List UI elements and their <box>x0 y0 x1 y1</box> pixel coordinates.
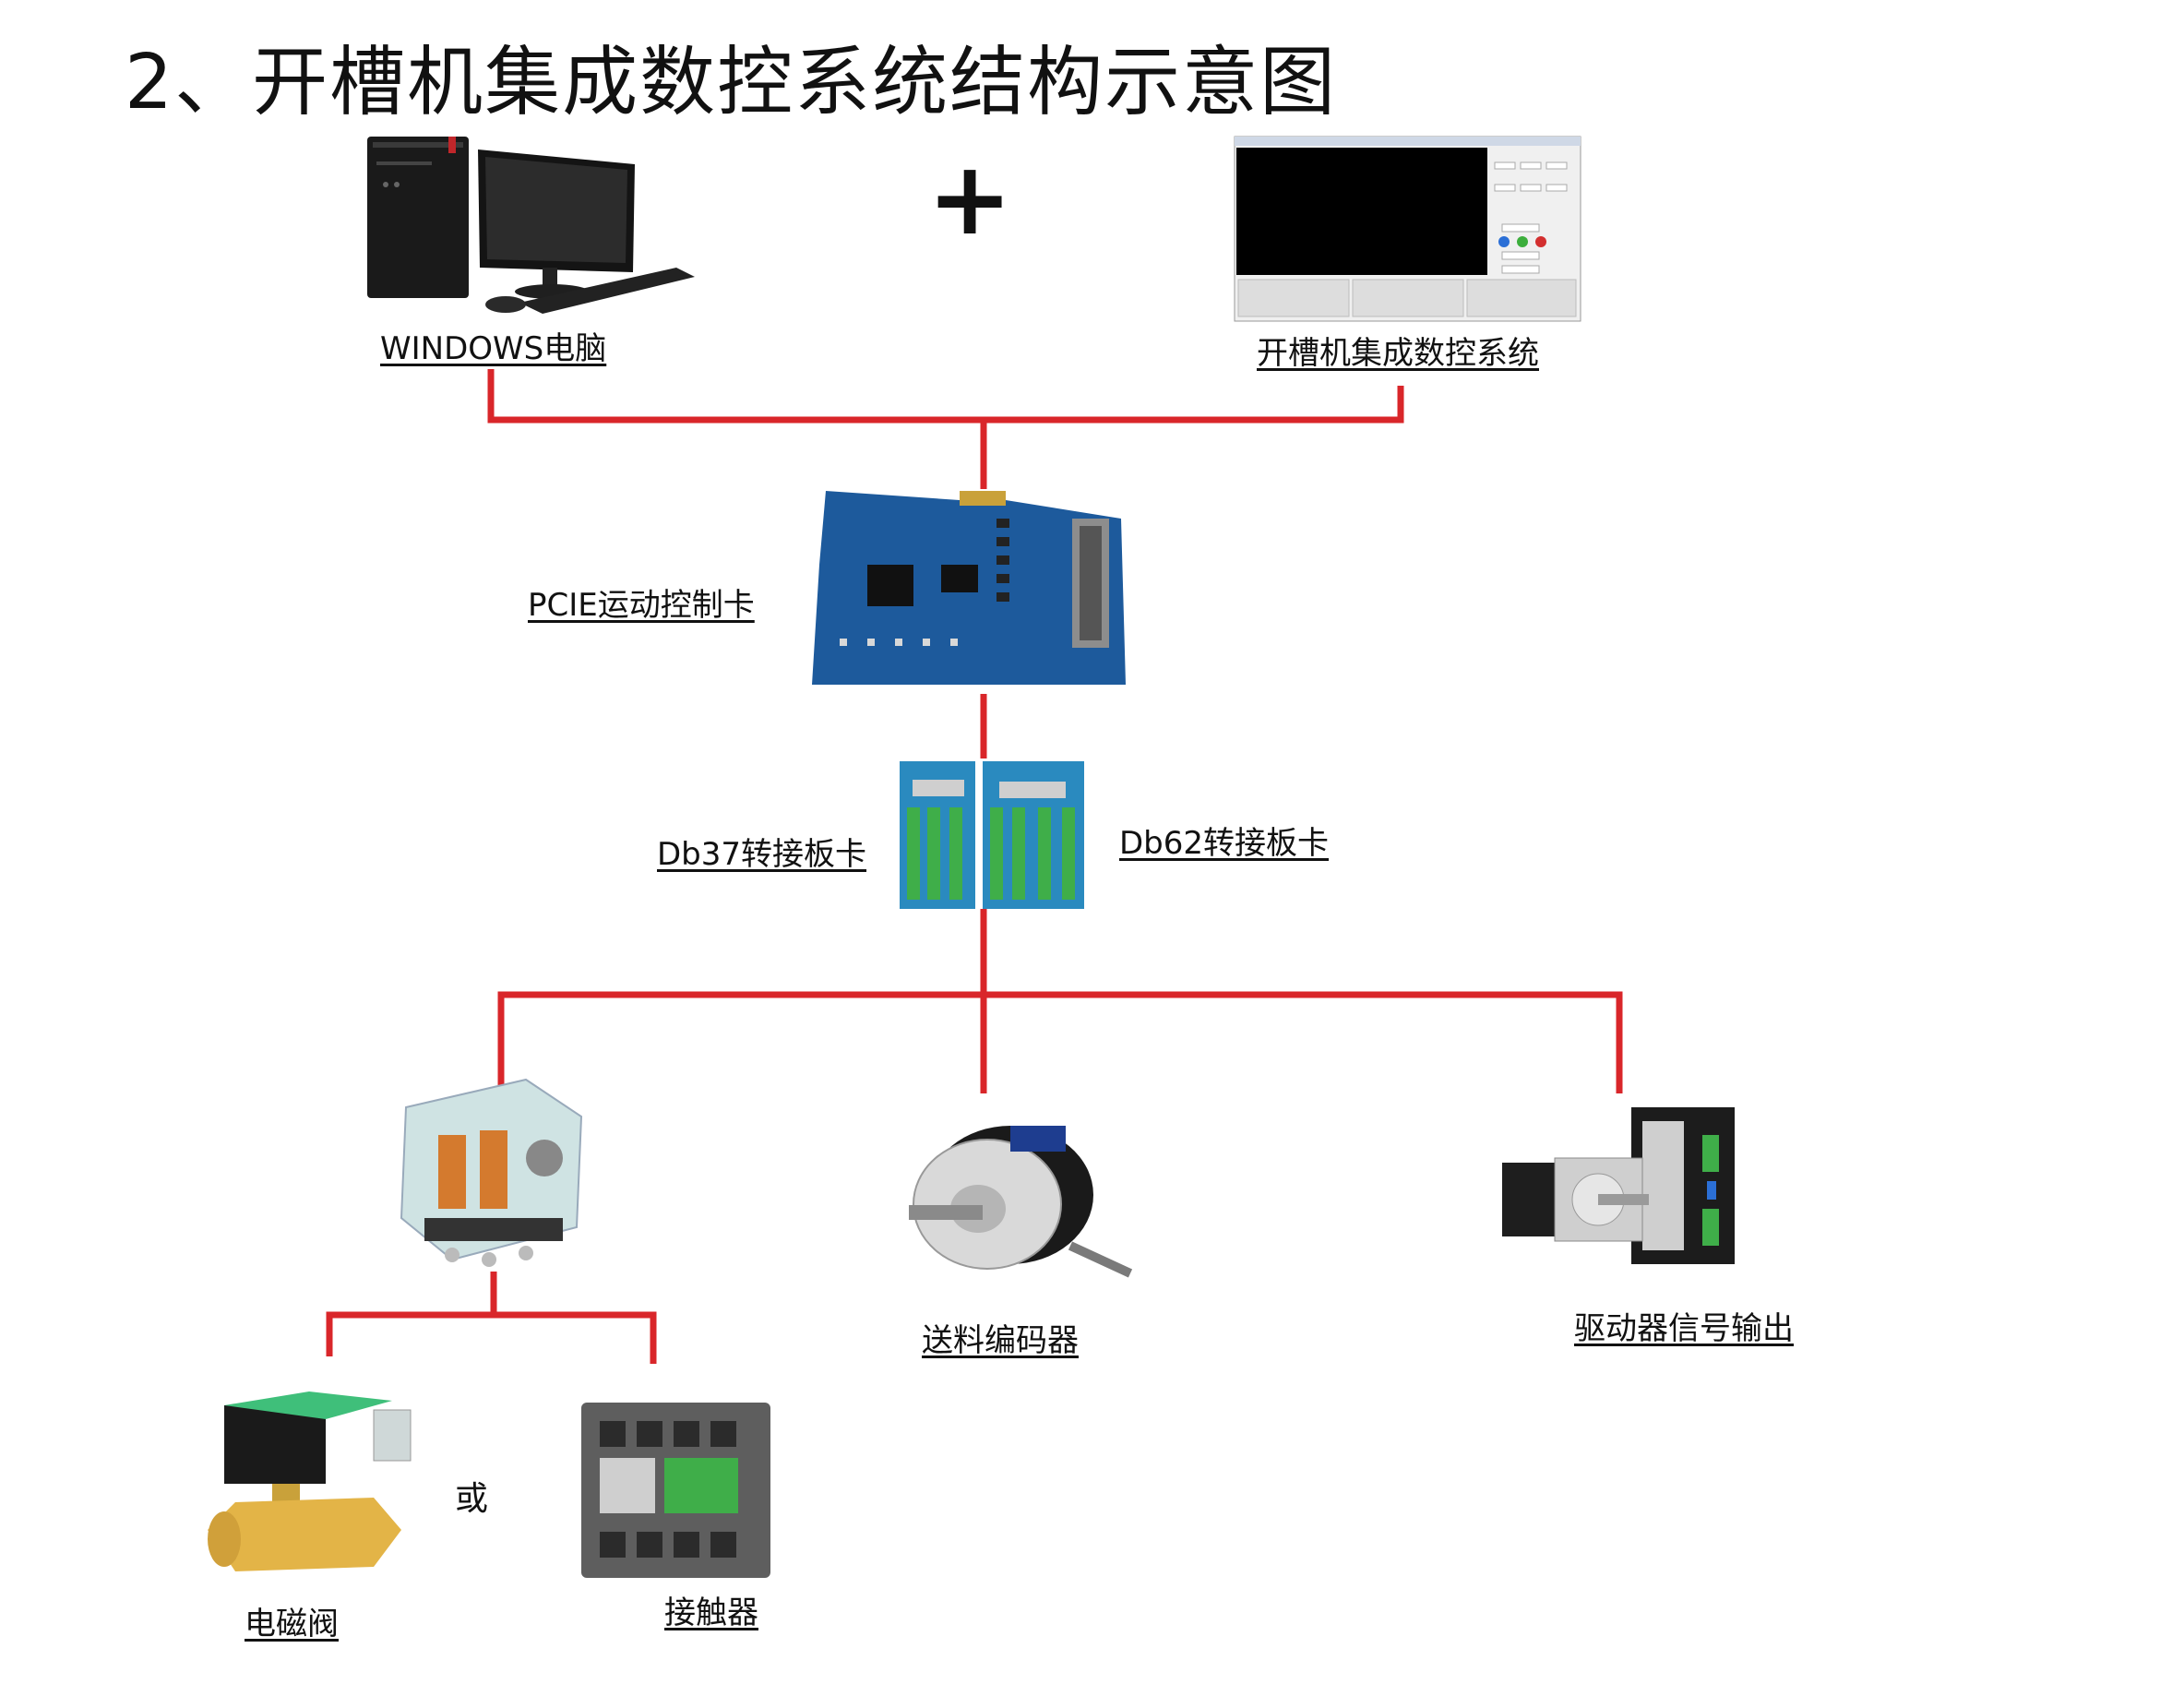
page-title: 2、开槽机集成数控系统结构示意图 <box>125 39 1338 126</box>
computer-icon <box>367 137 695 314</box>
pcie-card-icon <box>812 491 1126 685</box>
node-label-contactor: 接触器 <box>664 1594 758 1631</box>
encoder-icon <box>909 1126 1133 1278</box>
plus-sign: + <box>927 139 1013 257</box>
node-label-pcie-card: PCIE运动控制卡 <box>528 587 755 624</box>
node-label-driver: 驱动器信号输出 <box>1574 1310 1794 1347</box>
wire-computer-software <box>487 369 1404 424</box>
wire-relay-branch <box>326 1311 657 1364</box>
node-label-db62-board: Db62转接板卡 <box>1119 825 1330 862</box>
node-label-solenoid-valve: 电磁阀 <box>245 1606 339 1642</box>
solenoid-valve-icon <box>208 1391 412 1571</box>
wire-bus <box>497 991 1623 1093</box>
or-text: 或 <box>455 1480 489 1518</box>
adapter-boards-icon <box>900 761 1084 909</box>
node-label-db37-board: Db37转接板卡 <box>657 836 867 873</box>
relay-icon <box>400 1078 583 1267</box>
contactor-icon <box>581 1403 770 1578</box>
driver-motor-icon <box>1502 1107 1735 1264</box>
node-label-software: 开槽机集成数控系统 <box>1257 335 1539 372</box>
node-label-computer: WINDOWS电脑 <box>380 330 607 367</box>
software-window-icon <box>1234 136 1581 322</box>
node-label-encoder: 送料编码器 <box>922 1322 1079 1359</box>
